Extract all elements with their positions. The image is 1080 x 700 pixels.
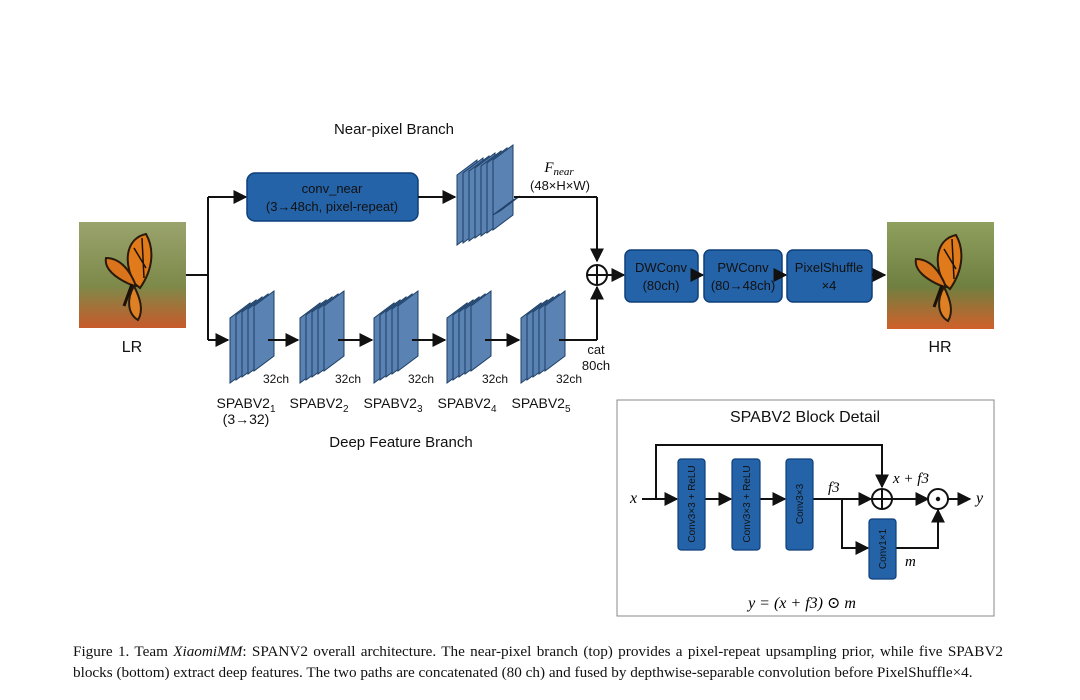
detail-conv1-label: Conv3×3 + ReLU — [687, 465, 698, 542]
caption-team: XiaomiMM — [173, 643, 243, 660]
deep-stack-3 — [373, 290, 419, 384]
detail-f3: f3 — [828, 480, 840, 496]
block1-channels: 32ch — [263, 372, 289, 386]
near-to-sum-connector — [514, 196, 604, 263]
pwconv-title: PWConv — [717, 260, 769, 275]
dwconv-box: DWConv (80ch) — [624, 249, 699, 303]
block3-channels: 32ch — [408, 372, 434, 386]
f-near-dims: (48×H×W) — [530, 178, 590, 193]
cat-channels: 80ch — [582, 358, 610, 373]
detail-title: SPABV2 Block Detail — [730, 409, 880, 426]
block1-note: (3→32) — [223, 411, 270, 427]
deep-stacks — [229, 290, 566, 384]
detail-connectors — [642, 444, 972, 555]
block5-name: SPABV25 — [512, 395, 571, 415]
pwconv-sub: (80→48ch) — [711, 278, 775, 293]
block2-name: SPABV22 — [290, 395, 349, 415]
deep-stack-4 — [446, 290, 492, 384]
pwconv-box: PWConv (80→48ch) — [703, 249, 783, 303]
detail-y: y — [974, 490, 984, 507]
pixelshuffle-sub: ×4 — [822, 278, 837, 293]
detail-x: x — [629, 490, 637, 507]
hr-label: HR — [928, 339, 951, 356]
lr-image — [79, 222, 186, 328]
pixelshuffle-title: PixelShuffle — [795, 260, 863, 275]
near-branch-title: Near-pixel Branch — [334, 121, 454, 138]
hr-image — [887, 222, 994, 329]
detail-conv1: Conv3×3 + ReLU — [677, 458, 706, 551]
deep-stack-2 — [299, 290, 345, 384]
deep-stack-5 — [520, 290, 566, 384]
deep-stack-1 — [229, 290, 275, 384]
f-near-label: Fnear — [543, 160, 574, 178]
caption-prefix: Figure 1. Team — [73, 643, 174, 660]
detail-equation: y = (x + f3) ⊙ m — [746, 595, 856, 612]
block2-channels: 32ch — [335, 372, 361, 386]
block3-name: SPABV23 — [364, 395, 423, 415]
block4-name: SPABV24 — [438, 395, 497, 415]
detail-m: m — [905, 554, 916, 570]
detail-conv3: Conv3×3 — [785, 458, 814, 551]
detail-conv3-label: Conv3×3 — [795, 483, 806, 524]
dwconv-sub: (80ch) — [643, 278, 680, 293]
figure-caption: Figure 1. Team XiaomiMM: SPANV2 overall … — [73, 642, 1003, 683]
conv-near-box: conv_near (3→48ch, pixel-repeat) — [246, 172, 419, 222]
deep-arrows — [268, 285, 604, 347]
dwconv-title: DWConv — [635, 260, 688, 275]
deep-branch-title: Deep Feature Branch — [329, 434, 472, 451]
block5-channels: 32ch — [556, 372, 582, 386]
detail-sum-label: x + f3 — [892, 471, 929, 487]
split-connectors — [186, 190, 248, 347]
near-feature-stack — [456, 144, 521, 246]
detail-add-node — [871, 488, 893, 510]
conv-near-sub: (3→48ch, pixel-repeat) — [266, 199, 398, 214]
cat-label: cat — [587, 342, 605, 357]
pixelshuffle-box: PixelShuffle ×4 — [786, 249, 873, 303]
block1-name: SPABV21 — [217, 395, 276, 415]
detail-mul-node — [927, 488, 949, 510]
detail-conv2-label: Conv3×3 + ReLU — [742, 465, 753, 542]
lr-label: LR — [122, 339, 142, 356]
conv-near-title: conv_near — [302, 181, 363, 196]
detail-conv4-label: Conv1×1 — [878, 528, 889, 569]
detail-conv2: Conv3×3 + ReLU — [731, 458, 761, 551]
block-detail-panel: SPABV2 Block Detail x y f3 m x + f3 Conv… — [616, 399, 995, 617]
block4-channels: 32ch — [482, 372, 508, 386]
concat-node — [586, 264, 608, 286]
detail-conv4: Conv1×1 — [868, 518, 897, 580]
caption-body: : SPANV2 overall architecture. The near-… — [73, 643, 1004, 681]
